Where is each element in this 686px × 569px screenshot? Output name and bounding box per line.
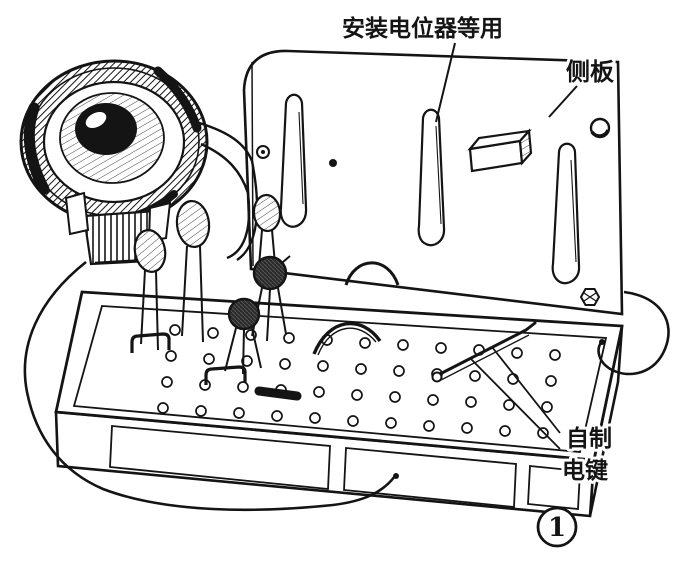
speaker-lead-wire — [226, 192, 251, 260]
board-inner-rim — [72, 305, 608, 453]
leader-line-slot-purpose — [435, 42, 456, 123]
panel-slot-left — [279, 93, 308, 228]
wire-end-dot — [599, 339, 605, 345]
annotations: 安装电位器等用 侧板 自制 电键 1 — [339, 12, 618, 548]
leader-line-side-panel — [548, 85, 578, 118]
homemade-key-wire — [431, 321, 537, 383]
resistor-body — [254, 386, 302, 401]
figure-number: 1 — [548, 513, 566, 543]
panel-slot-right — [551, 142, 581, 285]
board-front-panel-3 — [527, 465, 581, 510]
side-panel — [242, 49, 624, 316]
board-front-panel-1 — [109, 425, 331, 490]
panel-slot-middle — [417, 108, 446, 247]
label-key-line1: 自制 — [566, 425, 612, 452]
speaker-rim-shadow — [153, 66, 202, 133]
arched-jumper-wire — [312, 321, 382, 356]
figure-number-badge: 1 — [536, 506, 578, 548]
transistor-1 — [251, 255, 291, 342]
panel-clip-block — [467, 128, 533, 173]
speaker-lead-wire — [195, 120, 254, 162]
capacitor-1 — [133, 229, 167, 351]
right-loop-wire — [597, 290, 670, 376]
speaker-lead-wire — [200, 142, 250, 194]
leader-line-key-b — [469, 357, 561, 450]
speaker-dome-highlight — [85, 111, 107, 129]
board-front-panel-2 — [343, 447, 517, 508]
panel-dot — [329, 159, 337, 167]
capacitor-2 — [175, 199, 211, 343]
panel-corner-hole — [589, 117, 611, 139]
small-arched-wire — [344, 261, 400, 286]
label-slot-purpose: 安装电位器等用 — [342, 15, 503, 42]
components — [130, 193, 537, 401]
wires — [23, 120, 670, 512]
loop-wire — [23, 260, 397, 512]
wire-end-dot — [393, 473, 399, 479]
leader-line-key-a — [491, 346, 561, 434]
panel-rivet-center — [261, 150, 265, 154]
label-key-line2: 电键 — [562, 457, 608, 484]
label-side-panel: 侧板 — [566, 58, 615, 86]
speaker-rim-shadow — [23, 102, 50, 195]
perfboard — [54, 290, 624, 518]
panel-bolt — [579, 288, 601, 306]
speaker-lead-wire — [236, 160, 259, 262]
jumper-wire-1 — [130, 332, 171, 353]
speaker-dome — [75, 103, 137, 155]
jumper-wire-2 — [204, 365, 247, 385]
